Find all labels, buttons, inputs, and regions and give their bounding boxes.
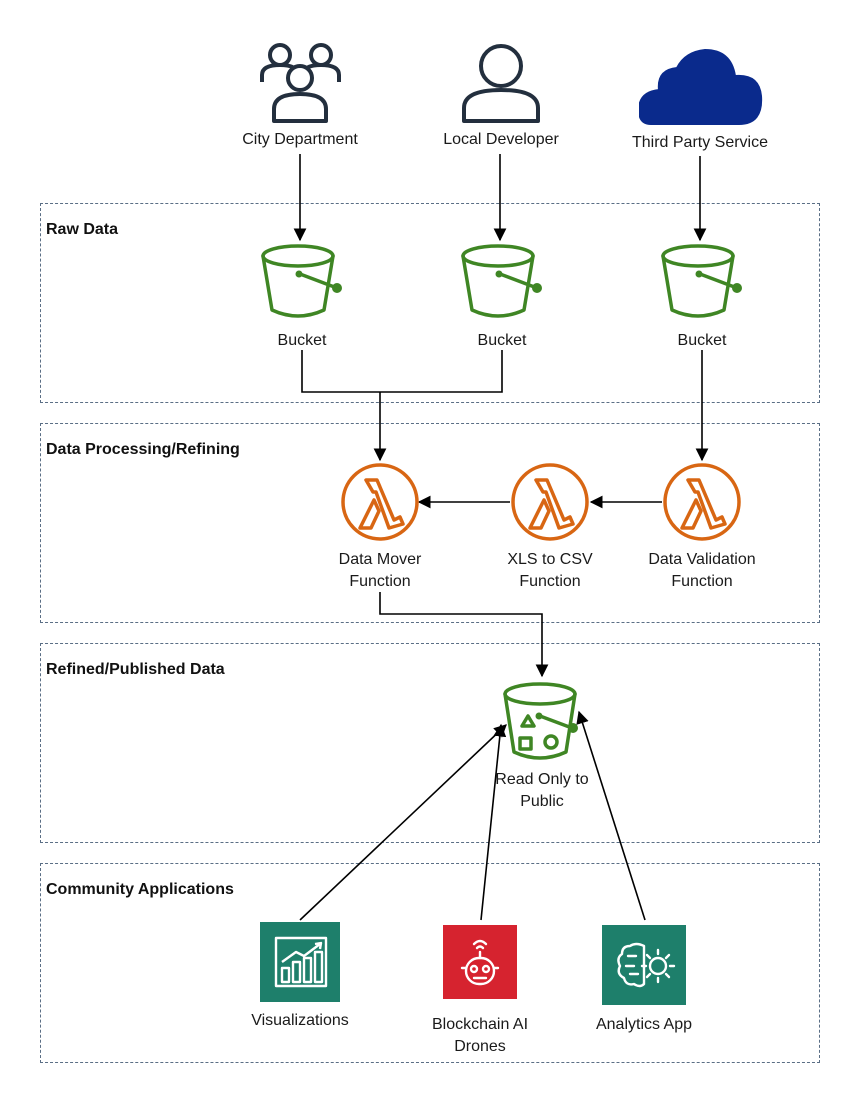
- label-line: XLS to CSV: [507, 551, 593, 568]
- label-line: Data Validation: [648, 551, 756, 568]
- data-mover-function-label: Data Mover Function: [310, 549, 450, 593]
- zone-raw-data: Raw Data: [40, 203, 820, 403]
- actor-third-party-service-label: Third Party Service: [631, 134, 769, 151]
- read-only-public-label: Read Only to Public: [462, 769, 622, 813]
- cloud-icon: [638, 48, 763, 126]
- brain-gear-icon: [617, 942, 676, 988]
- label-line: Function: [519, 573, 581, 590]
- zone-title: Refined/Published Data: [46, 661, 225, 678]
- bucket-icon: [460, 242, 544, 320]
- actor-local-developer-label: Local Developer: [443, 131, 559, 148]
- actor-city-department-label: City Department: [242, 131, 358, 148]
- blockchain-ai-drones-label: Blockchain AI Drones: [400, 1014, 560, 1058]
- bucket-icon: [660, 242, 744, 320]
- bucket-icon: [260, 242, 344, 320]
- zone-title: Raw Data: [46, 221, 119, 238]
- data-validation-function-label: Data Validation Function: [622, 549, 782, 593]
- analytics-app-tile: [600, 922, 688, 1008]
- user-icon: [461, 42, 541, 124]
- label-line: Public: [520, 793, 564, 810]
- robot-icon: [460, 939, 500, 986]
- zone-title: Data Processing/Refining: [46, 441, 240, 458]
- analytics-app-label: Analytics App: [595, 1016, 693, 1033]
- connector-analytics-to-public: [576, 710, 646, 921]
- zone-community-applications: Community Applications: [40, 863, 820, 1063]
- blockchain-drones-app-tile: [440, 922, 520, 1002]
- zone-title: Community Applications: [46, 881, 234, 898]
- label-line: Drones: [454, 1038, 506, 1055]
- visualizations-label: Visualizations: [251, 1012, 349, 1029]
- connector-mover-to-public: [379, 592, 549, 678]
- lambda-icon: [510, 462, 590, 542]
- label-line: Function: [349, 573, 411, 590]
- bucket-label: Bucket: [677, 332, 727, 349]
- bucket-label: Bucket: [277, 332, 327, 349]
- connector-drones-to-public: [480, 723, 507, 921]
- label-line: Function: [671, 573, 733, 590]
- label-line: Read Only to: [495, 771, 589, 788]
- label-line: Data Mover: [338, 551, 422, 568]
- connector-viz-to-public: [299, 724, 507, 921]
- chart-icon: [274, 936, 328, 988]
- connector-buckets-merge: [301, 350, 503, 393]
- lambda-icon: [662, 462, 742, 542]
- users-group-icon: [258, 42, 342, 124]
- visualizations-app-tile: [260, 922, 340, 1002]
- xls-to-csv-function-label: XLS to CSV Function: [480, 549, 620, 593]
- bucket-label: Bucket: [477, 332, 527, 349]
- label-line: Blockchain AI: [431, 1016, 529, 1033]
- lambda-icon: [340, 462, 420, 542]
- zone-refined-data: Refined/Published Data: [40, 643, 820, 843]
- zone-data-processing: Data Processing/Refining: [40, 423, 820, 623]
- bucket-with-objects-icon: [500, 680, 584, 764]
